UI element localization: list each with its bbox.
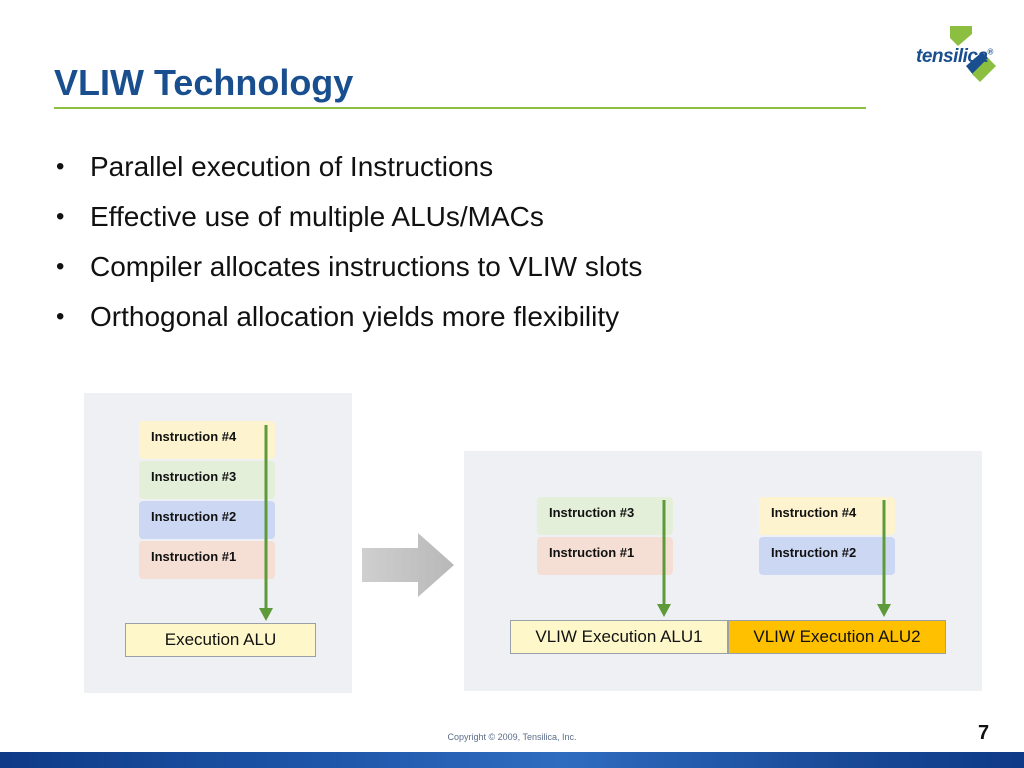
instruction-box-2: Instruction #2 <box>139 501 275 539</box>
bullet-text: Parallel execution of Instructions <box>90 151 494 182</box>
title-underline <box>54 107 866 109</box>
logo-trademark: ® <box>987 47 994 57</box>
execution-alu: Execution ALU <box>125 623 316 657</box>
bullet-item: • Orthogonal allocation yields more flexi… <box>56 292 642 342</box>
vliw-slot2-instruction-2: Instruction #2 <box>759 537 895 575</box>
vliw-slot1-instruction-3: Instruction #3 <box>537 497 673 535</box>
copyright-notice: Copyright © 2009, Tensilica, Inc. <box>447 732 577 742</box>
bullet-text: Compiler allocates instructions to VLIW … <box>90 251 643 282</box>
footer-band <box>0 752 1024 768</box>
logo-wordmark: tensilica® <box>916 46 993 68</box>
bullet-item: • Compiler allocates instructions to VLIW… <box>56 242 642 292</box>
right-arrow-icon <box>362 533 454 597</box>
vliw-slot1-instruction-1: Instruction #1 <box>537 537 673 575</box>
instruction-box-1: Instruction #1 <box>139 541 275 579</box>
bullet-glyph: • <box>56 253 65 280</box>
vliw-slot2-instruction-4: Instruction #4 <box>759 497 895 535</box>
page-number: 7 <box>978 722 990 744</box>
bullet-text: Effective use of multiple ALUs/MACs <box>90 201 544 232</box>
instruction-box-3: Instruction #3 <box>139 461 275 499</box>
bullet-glyph: • <box>56 303 65 330</box>
bullet-item: • Effective use of multiple ALUs/MACs <box>56 192 642 242</box>
logo-text: tensilica <box>916 46 988 67</box>
tensilica-logo-icon <box>950 26 996 82</box>
bullet-item: • Parallel execution of Instructions <box>56 142 642 192</box>
bullet-text: Orthogonal allocation yields more flexib… <box>90 301 620 332</box>
bullet-glyph: • <box>56 203 65 230</box>
vliw-execution-alu1: VLIW Execution ALU1 <box>510 620 728 654</box>
vliw-execution-alu2: VLIW Execution ALU2 <box>728 620 946 654</box>
instruction-box-4: Instruction #4 <box>139 421 275 459</box>
bullet-glyph: • <box>56 153 65 180</box>
bullet-list: • Parallel execution of Instructions • Eff… <box>56 142 642 342</box>
slide-title: VLIW Technology <box>54 62 354 103</box>
